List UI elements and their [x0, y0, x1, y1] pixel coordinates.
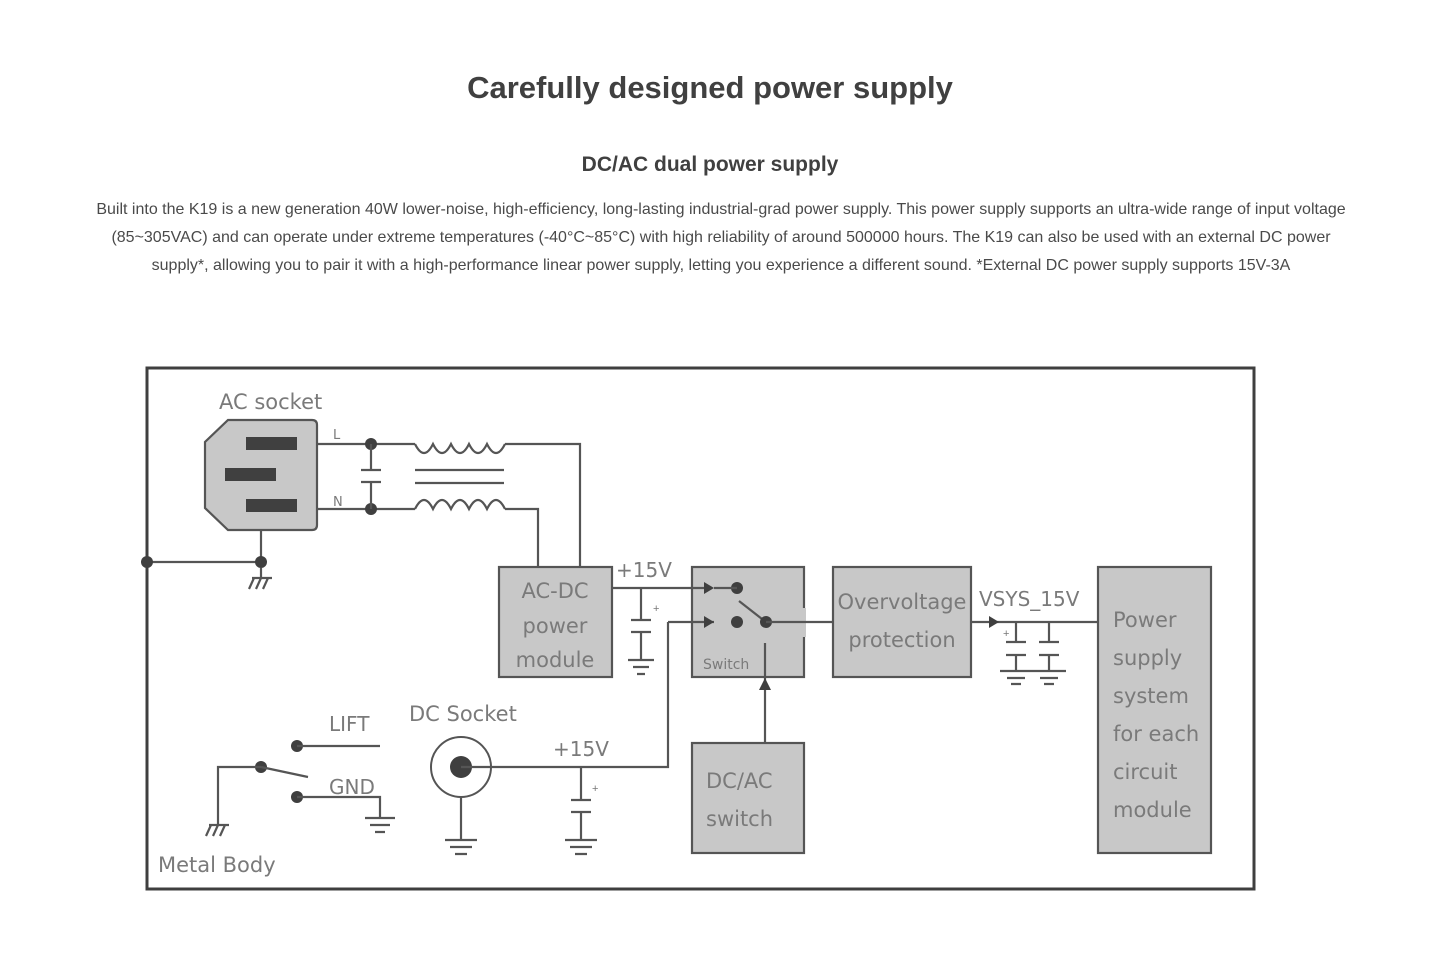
metal-body-label: Metal Body — [158, 853, 276, 877]
junction-dot — [255, 556, 267, 568]
dc-capacitor-icon: + — [565, 767, 598, 856]
dcac-switch-line1: DC/AC — [706, 769, 773, 793]
acdc-block-line1: AC-DC — [521, 579, 588, 603]
dc-ground-icon — [445, 797, 477, 856]
ac-socket-label: AC socket — [219, 390, 322, 414]
svg-text:+: + — [592, 783, 598, 795]
x-capacitor-icon — [361, 444, 381, 509]
dcac-switch-block — [690, 741, 806, 855]
power-system-line6: module — [1113, 798, 1192, 822]
dc-socket-label: DC Socket — [409, 702, 517, 726]
chassis-ground-icon — [247, 568, 272, 590]
dcac-switch-line2: switch — [706, 807, 773, 831]
acdc-block-line2: power — [523, 614, 588, 638]
output-capacitors-icon: + — [1000, 622, 1066, 686]
ground-lift-switch-icon[interactable] — [204, 740, 395, 837]
page-title: Carefully designed power supply — [467, 70, 953, 105]
gnd-label: GND — [329, 775, 375, 799]
neutral-label: N — [333, 495, 343, 510]
dc-output-voltage-label: +15V — [553, 737, 609, 761]
ac-socket-icon — [203, 418, 319, 532]
junction-dot — [141, 556, 153, 568]
power-system-line5: circuit — [1113, 760, 1177, 784]
acdc-block-line3: module — [516, 648, 595, 672]
svg-text:+: + — [1003, 628, 1009, 640]
power-system-line4: for each — [1113, 722, 1199, 746]
vsys-label: VSYS_15V — [979, 587, 1080, 611]
line-label: L — [333, 428, 341, 443]
acdc-power-module-block — [497, 565, 614, 679]
power-system-line1: Power — [1113, 608, 1177, 632]
section-description: Built into the K19 is a new generation 4… — [96, 201, 1346, 274]
overvoltage-protection-block — [831, 565, 973, 679]
power-system-line3: system — [1113, 684, 1189, 708]
svg-text:+: + — [653, 603, 659, 615]
overvoltage-block-line2: protection — [848, 628, 955, 652]
section-subtitle: DC/AC dual power supply — [581, 153, 839, 176]
switch-label: Switch — [703, 657, 749, 673]
filter-capacitor-icon: + — [628, 588, 659, 676]
overvoltage-block-line1: Overvoltage — [838, 590, 967, 614]
choke-icon — [414, 441, 506, 512]
power-system-line2: supply — [1113, 646, 1182, 670]
power-supply-system-block — [1096, 565, 1213, 855]
lift-label: LIFT — [329, 712, 370, 736]
acdc-output-voltage-label: +15V — [616, 558, 672, 582]
